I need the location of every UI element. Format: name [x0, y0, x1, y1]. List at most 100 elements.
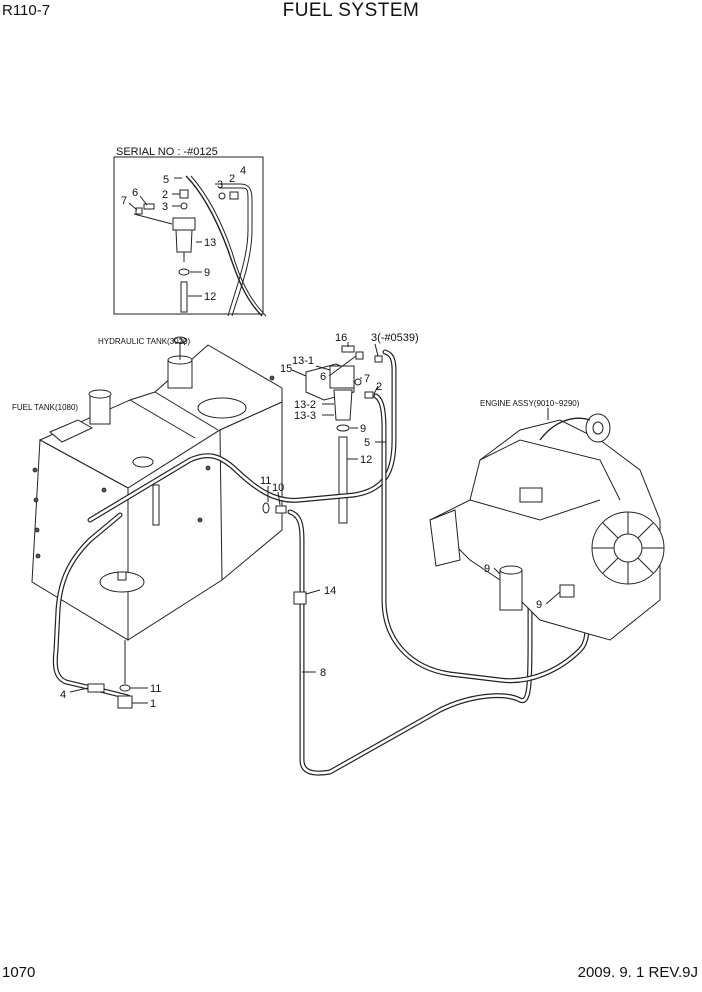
leader-inset-6 [139, 195, 148, 206]
inset-callout-7: 7 [121, 195, 127, 207]
inset-callout-13: 13 [204, 237, 216, 249]
clamp-14 [293, 591, 307, 605]
callout-5: 5 [364, 437, 370, 449]
oring-11 [262, 502, 270, 514]
turbocharger-inner [592, 421, 604, 435]
tank-bolt [205, 465, 211, 471]
filter-element-13-2 [333, 389, 353, 421]
return-line-inner [88, 350, 396, 522]
callout-2: 2 [376, 381, 382, 393]
injection-pump [519, 487, 543, 503]
leader-3 [374, 343, 379, 357]
inset-callout-6: 6 [132, 187, 138, 199]
callout-11: 11 [260, 475, 271, 487]
leader-inset-bracket [133, 213, 173, 225]
page-title: FUEL SYSTEM [282, 0, 420, 21]
label-fuel-tank: FUEL TANK(1080) [12, 403, 78, 412]
fitting-3 [374, 355, 383, 363]
engine-fuel-filter-top [499, 565, 523, 575]
tank-divider-front [219, 429, 223, 581]
tank-bolt [197, 517, 203, 523]
callout-8: 8 [320, 667, 326, 679]
callout-9-engine-a: 9 [484, 563, 490, 575]
intake-pipe [539, 417, 591, 441]
engine-top-edge [479, 439, 621, 501]
leader-inset-7 [128, 202, 138, 211]
callout-1: 1 [150, 698, 156, 710]
filter-head-13-1 [329, 365, 355, 389]
inset-frame [113, 156, 264, 315]
inset-callout-3: 3 [217, 179, 223, 191]
elbow-1 [117, 695, 133, 709]
leader-13-1 [315, 365, 331, 371]
leader-6 [328, 355, 357, 377]
fan-blade [637, 522, 654, 539]
tank-divider-top2 [129, 399, 196, 439]
engine-assembly [429, 413, 665, 641]
callout-13-2: 13-2 [294, 399, 316, 411]
label-engine-assy: ENGINE ASSY(9010~9290) [480, 399, 580, 408]
fitting-10 [275, 505, 287, 514]
inset-callout-5: 5 [163, 174, 169, 186]
supply-line-inner [374, 394, 589, 682]
inset-washer-3 [180, 202, 188, 210]
callout-7: 7 [364, 373, 370, 385]
engine-fitting [559, 584, 575, 598]
inset-callout-12: 12 [204, 291, 216, 303]
inset-callout-4: 4 [240, 165, 246, 177]
inset-return-hose [215, 183, 253, 317]
callout-6: 6 [320, 371, 326, 383]
leader-2 [373, 385, 379, 395]
turbocharger [585, 413, 611, 443]
inset-hose [185, 175, 263, 317]
inset-oring [178, 268, 190, 276]
leader-9b [493, 567, 501, 575]
serial-label: SERIAL NO : -#0125 [116, 146, 218, 158]
inset-callout-2: 2 [229, 173, 235, 185]
callout-16: 16 [335, 332, 347, 344]
hydraulic-breather [167, 359, 193, 389]
tank-bolt [32, 467, 38, 473]
callout-3-serial: 3(-#0539) [371, 332, 419, 344]
leader-hydraulic [179, 337, 186, 346]
inset-return-hose-edge [219, 187, 249, 317]
model-code: R110-7 [2, 2, 51, 19]
leader-14 [305, 589, 321, 595]
pipe-12 [338, 436, 348, 524]
line-4-inner [54, 513, 130, 699]
inset-bolt-6 [143, 203, 155, 210]
inset-fitting-2 [179, 189, 189, 199]
leader-lines [69, 337, 561, 704]
callout-9: 9 [360, 423, 366, 435]
engine-mount [429, 509, 461, 567]
callout-11-bottom: 11 [150, 683, 161, 695]
fuel-level-gauge [152, 484, 160, 526]
inset-filter-head [172, 217, 196, 231]
fuel-cover-plug [117, 571, 127, 581]
leader-4 [69, 687, 89, 693]
inset-pipe-12 [180, 281, 188, 313]
fan-blades [592, 512, 664, 584]
engine-mid-edge [469, 499, 601, 521]
leader-15 [291, 369, 307, 377]
inset-nut-7 [135, 207, 143, 215]
callout-12: 12 [360, 454, 372, 466]
labels: HYDRAULIC TANK(3020) FUEL TANK(1080) ENG… [12, 332, 580, 710]
revision-date: 2009. 9. 1 REV.9J [577, 964, 698, 981]
fuel-sender-cap [132, 456, 154, 468]
fuel-lines [52, 349, 590, 776]
tank-bolt [34, 527, 40, 533]
callout-14: 14 [324, 585, 336, 597]
oring-11b [119, 684, 131, 692]
inset-fitting-2b [229, 191, 239, 200]
callout-13-1: 13-1 [292, 355, 314, 367]
leader-10 [277, 491, 281, 506]
inset-washer-3b [218, 192, 226, 200]
tank-assembly [31, 336, 283, 641]
inset-filter-body [175, 229, 193, 253]
tank-divider-top [154, 391, 219, 431]
tank-bolt [269, 375, 275, 381]
page-number: 1070 [2, 964, 36, 981]
hydraulic-cover-plate [197, 397, 247, 419]
